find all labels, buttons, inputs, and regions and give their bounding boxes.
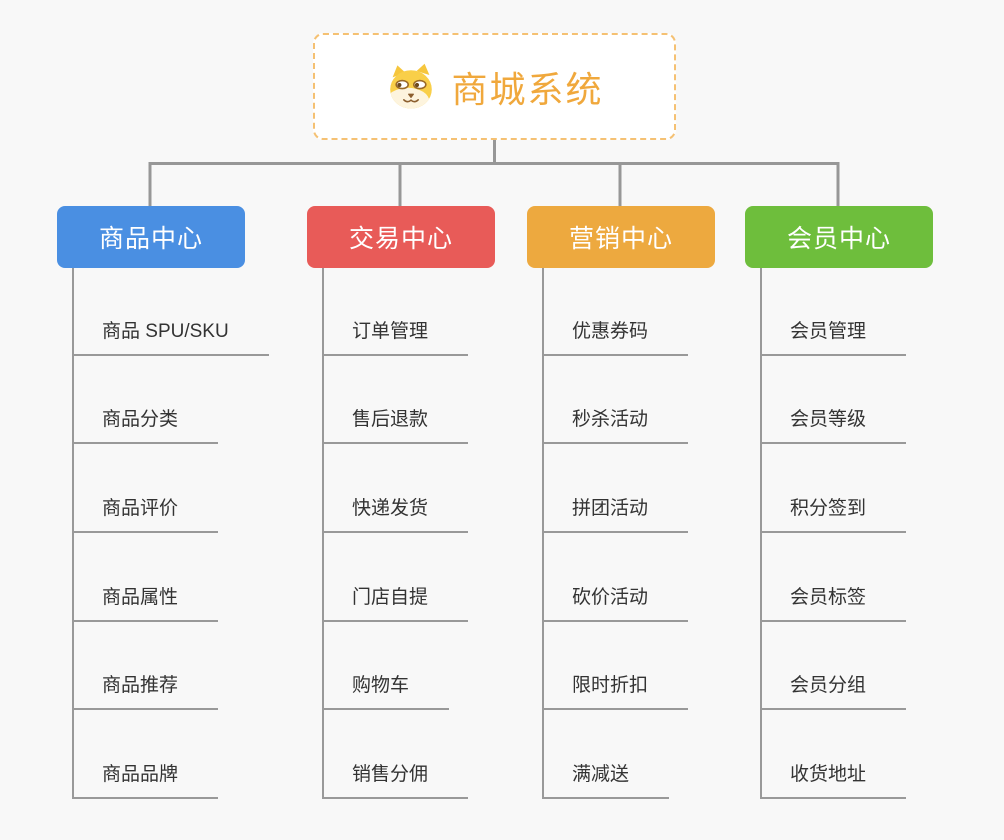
branch-item[interactable]: 收货地址: [760, 762, 907, 799]
branch-item[interactable]: 积分签到: [760, 496, 907, 533]
branch-item[interactable]: 砍价活动: [542, 585, 689, 622]
root-node[interactable]: 商城系统: [313, 33, 676, 140]
branch-item[interactable]: 商品评价: [72, 496, 219, 533]
branch-item[interactable]: 订单管理: [322, 319, 469, 356]
branch-trunk-line: [542, 268, 544, 799]
branch-header-label: 商品中心: [98, 225, 203, 253]
branch-trunk-line: [760, 268, 762, 799]
branch-trunk-line: [72, 268, 74, 799]
branch-item[interactable]: 会员标签: [760, 585, 907, 622]
branch-item[interactable]: 商品 SPU/SKU: [72, 319, 269, 356]
branch-item[interactable]: 拼团活动: [542, 496, 689, 533]
branch-item[interactable]: 会员等级: [760, 407, 907, 444]
branch-item[interactable]: 购物车: [322, 673, 450, 710]
branch-item[interactable]: 商品品牌: [72, 762, 219, 799]
branch-item[interactable]: 满减送: [542, 762, 670, 799]
branch-item[interactable]: 销售分佣: [322, 762, 469, 799]
branch-item[interactable]: 快递发货: [322, 496, 469, 533]
branch-item[interactable]: 秒杀活动: [542, 407, 689, 444]
root-title: 商城系统: [451, 68, 604, 110]
dog-face-icon: [390, 63, 433, 109]
branch-item[interactable]: 商品分类: [72, 407, 219, 444]
branch-header-label: 营销中心: [568, 225, 673, 253]
branch-item[interactable]: 会员管理: [760, 319, 907, 356]
branch-header-label: 会员中心: [786, 225, 891, 253]
branch-item[interactable]: 商品属性: [72, 585, 219, 622]
branch-header-trade-center[interactable]: 交易中心: [307, 206, 495, 268]
branch-trunk-line: [322, 268, 324, 799]
branch-item[interactable]: 限时折扣: [542, 673, 689, 710]
branch-header-member-center[interactable]: 会员中心: [745, 206, 933, 268]
branch-item[interactable]: 门店自提: [322, 585, 469, 622]
branch-item[interactable]: 会员分组: [760, 673, 907, 710]
branch-item[interactable]: 优惠券码: [542, 319, 689, 356]
branch-item[interactable]: 售后退款: [322, 407, 469, 444]
branch-header-label: 交易中心: [348, 225, 453, 253]
branch-header-marketing-center[interactable]: 营销中心: [527, 206, 715, 268]
branch-header-product-center[interactable]: 商品中心: [57, 206, 245, 268]
branch-item[interactable]: 商品推荐: [72, 673, 219, 710]
